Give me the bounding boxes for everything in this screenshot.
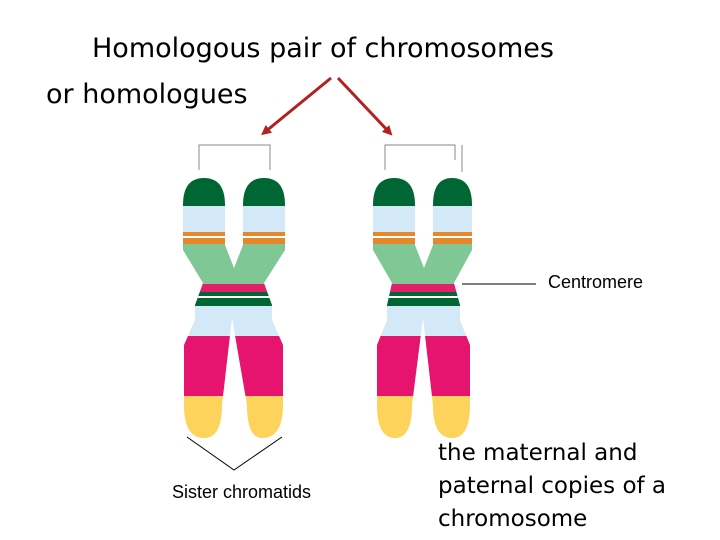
right-chromosome-bracket — [384, 144, 456, 170]
centromere-label: Centromere — [548, 272, 644, 292]
title-line-2: or homologues — [46, 79, 248, 110]
title-line-1: Homologous pair of chromosomes — [92, 33, 554, 64]
left-chromosome-bracket — [198, 144, 271, 170]
caption-line-1: the maternal and — [438, 440, 638, 466]
caption-line-2: paternal copies of a — [438, 473, 667, 499]
caption-line-3: chromosome — [438, 506, 588, 532]
right-chromosome — [373, 178, 472, 438]
sister-chromatids-label: Sister chromatids — [172, 482, 312, 502]
left-chromosome — [183, 178, 285, 438]
pointer-arrow-right — [336, 76, 393, 136]
pointer-arrow-left — [261, 76, 332, 136]
sister-chromatids-pointer — [186, 436, 283, 471]
homologue-caption: the maternal and paternal copies of a ch… — [438, 437, 713, 536]
